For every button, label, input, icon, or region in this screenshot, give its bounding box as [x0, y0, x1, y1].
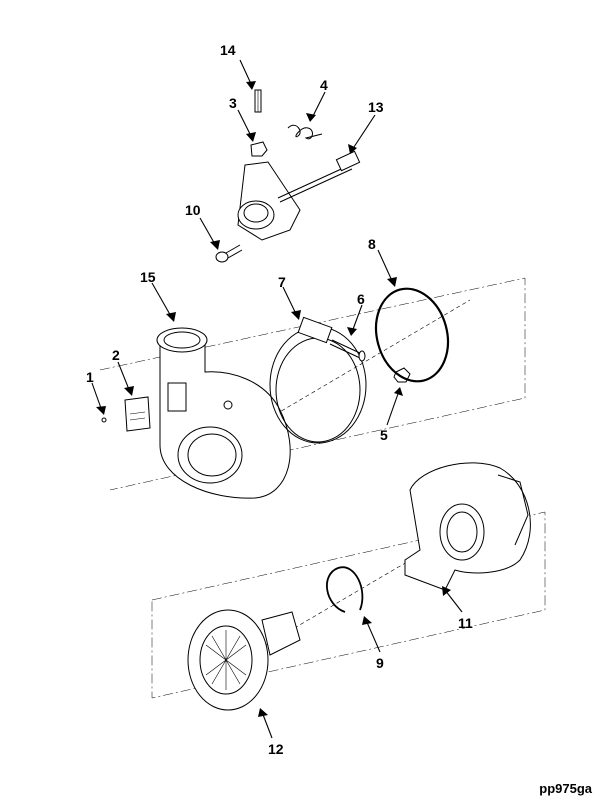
part-14-pin [254, 89, 262, 113]
figure-code: pp975ga [539, 781, 592, 796]
callout-10: 10 [185, 202, 201, 218]
callout-2: 2 [112, 347, 120, 363]
part-15-compressor-housing [156, 327, 291, 499]
callout-5: 5 [380, 427, 388, 443]
callout-12: 12 [268, 741, 284, 757]
part-11-turbine-housing [404, 462, 531, 591]
callout-13: 13 [368, 99, 384, 115]
callout-14: 14 [220, 42, 236, 58]
callout-6: 6 [357, 291, 365, 307]
part-13-actuator [237, 150, 361, 241]
part-4-clip [287, 124, 323, 140]
callout-15: 15 [140, 269, 156, 285]
callout-3: 3 [229, 95, 237, 111]
part-10-bolt [215, 244, 243, 263]
assembly-frame-lower [151, 511, 546, 699]
part-7-vband-clamp [269, 316, 367, 444]
callout-labels: 14 3 4 13 10 8 15 7 6 2 1 5 11 9 12 [86, 42, 473, 757]
callout-1: 1 [86, 369, 94, 385]
callout-8: 8 [368, 236, 376, 252]
leaders [91, 59, 463, 739]
part-2-plate [124, 396, 151, 432]
callout-11: 11 [458, 615, 473, 631]
part-6-tbolt [329, 339, 366, 362]
callout-4: 4 [320, 77, 328, 93]
part-8-oring [374, 287, 450, 383]
part-12-cartridge [187, 609, 301, 711]
part-3-nut [250, 141, 268, 157]
part-9-snap-ring [326, 566, 364, 613]
callout-9: 9 [376, 655, 384, 671]
part-1-screw [101, 417, 107, 423]
callout-7: 7 [278, 274, 286, 290]
